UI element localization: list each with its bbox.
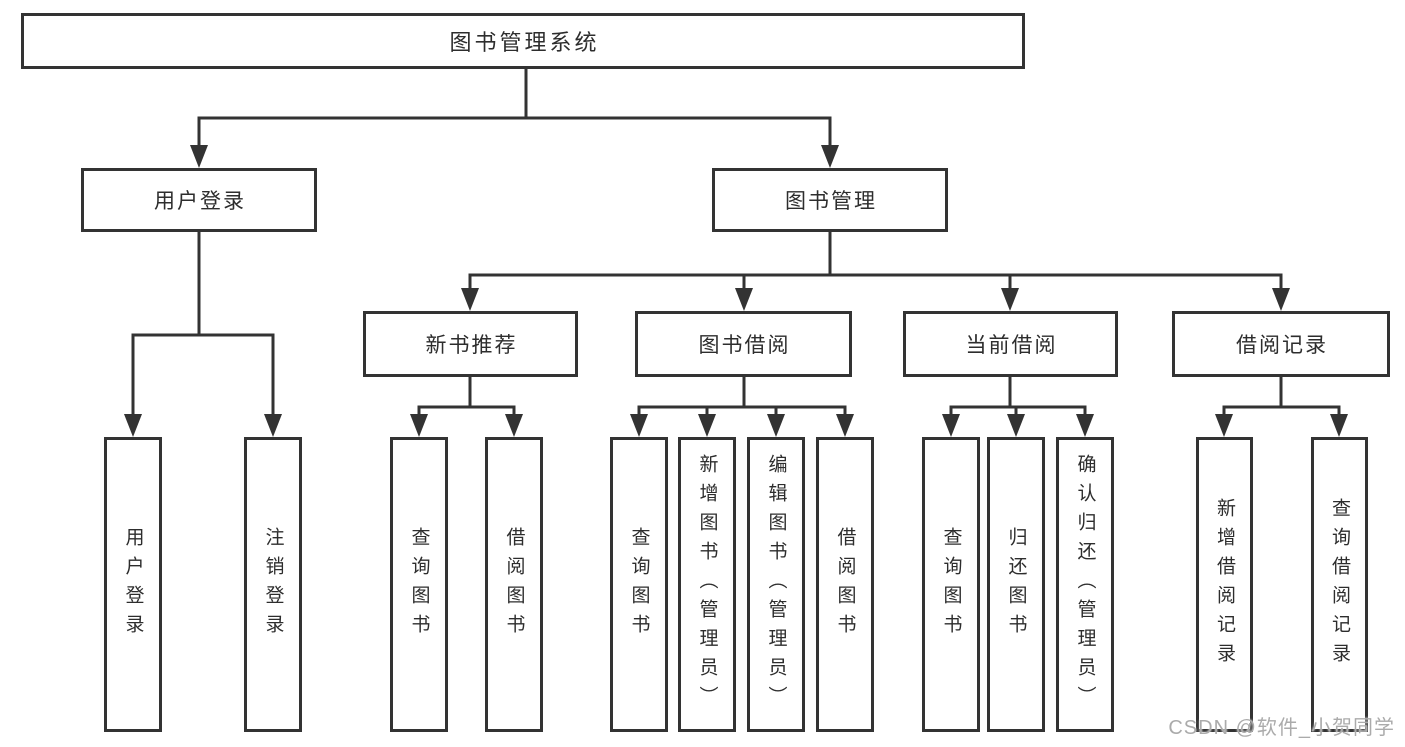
arrowhead (1076, 414, 1094, 437)
node-user-login: 用户登录 (81, 168, 317, 232)
node-borrow-records: 借阅记录 (1172, 311, 1390, 377)
arrowhead (505, 414, 523, 437)
arrowhead (698, 414, 716, 437)
node-new-book-recommend: 新书推荐 (363, 311, 578, 377)
node-book-borrow: 图书借阅 (635, 311, 852, 377)
leaf-query-borrow-record: 查询借阅记录 (1311, 437, 1368, 732)
arrowhead (190, 145, 208, 168)
arrowhead (942, 414, 960, 437)
csdn-watermark: CSDN @软件_小贺同学 (1168, 717, 1395, 739)
leaf-borrow-books: 借阅图书 (816, 437, 874, 732)
leaf-edit-books-admin: 编辑图书（管理员） (747, 437, 805, 732)
leaf-confirm-return-admin: 确认归还（管理员） (1056, 437, 1114, 732)
node-current-borrow: 当前借阅 (903, 311, 1118, 377)
arrowhead (124, 414, 142, 437)
leaf-add-books-admin: 新增图书（管理员） (678, 437, 736, 732)
arrowhead (821, 145, 839, 168)
node-book-management: 图书管理 (712, 168, 948, 232)
arrowhead (1001, 288, 1019, 311)
arrowhead (264, 414, 282, 437)
arrowhead (1215, 414, 1233, 437)
leaf-user-login: 用户登录 (104, 437, 162, 732)
leaf-borrow-books-recommend: 借阅图书 (485, 437, 543, 732)
arrowhead (1007, 414, 1025, 437)
leaf-add-borrow-record: 新增借阅记录 (1196, 437, 1253, 732)
arrowhead (767, 414, 785, 437)
leaf-query-books-recommend: 查询图书 (390, 437, 448, 732)
arrowhead (1272, 288, 1290, 311)
leaf-return-books: 归还图书 (987, 437, 1045, 732)
node-library-management-system: 图书管理系统 (21, 13, 1025, 69)
arrowhead (630, 414, 648, 437)
leaf-logout: 注销登录 (244, 437, 302, 732)
arrowhead (735, 288, 753, 311)
arrowhead (836, 414, 854, 437)
arrowhead (461, 288, 479, 311)
arrowhead (1330, 414, 1348, 437)
leaf-query-books-borrow: 查询图书 (610, 437, 668, 732)
leaf-query-books-current: 查询图书 (922, 437, 980, 732)
arrowhead (410, 414, 428, 437)
